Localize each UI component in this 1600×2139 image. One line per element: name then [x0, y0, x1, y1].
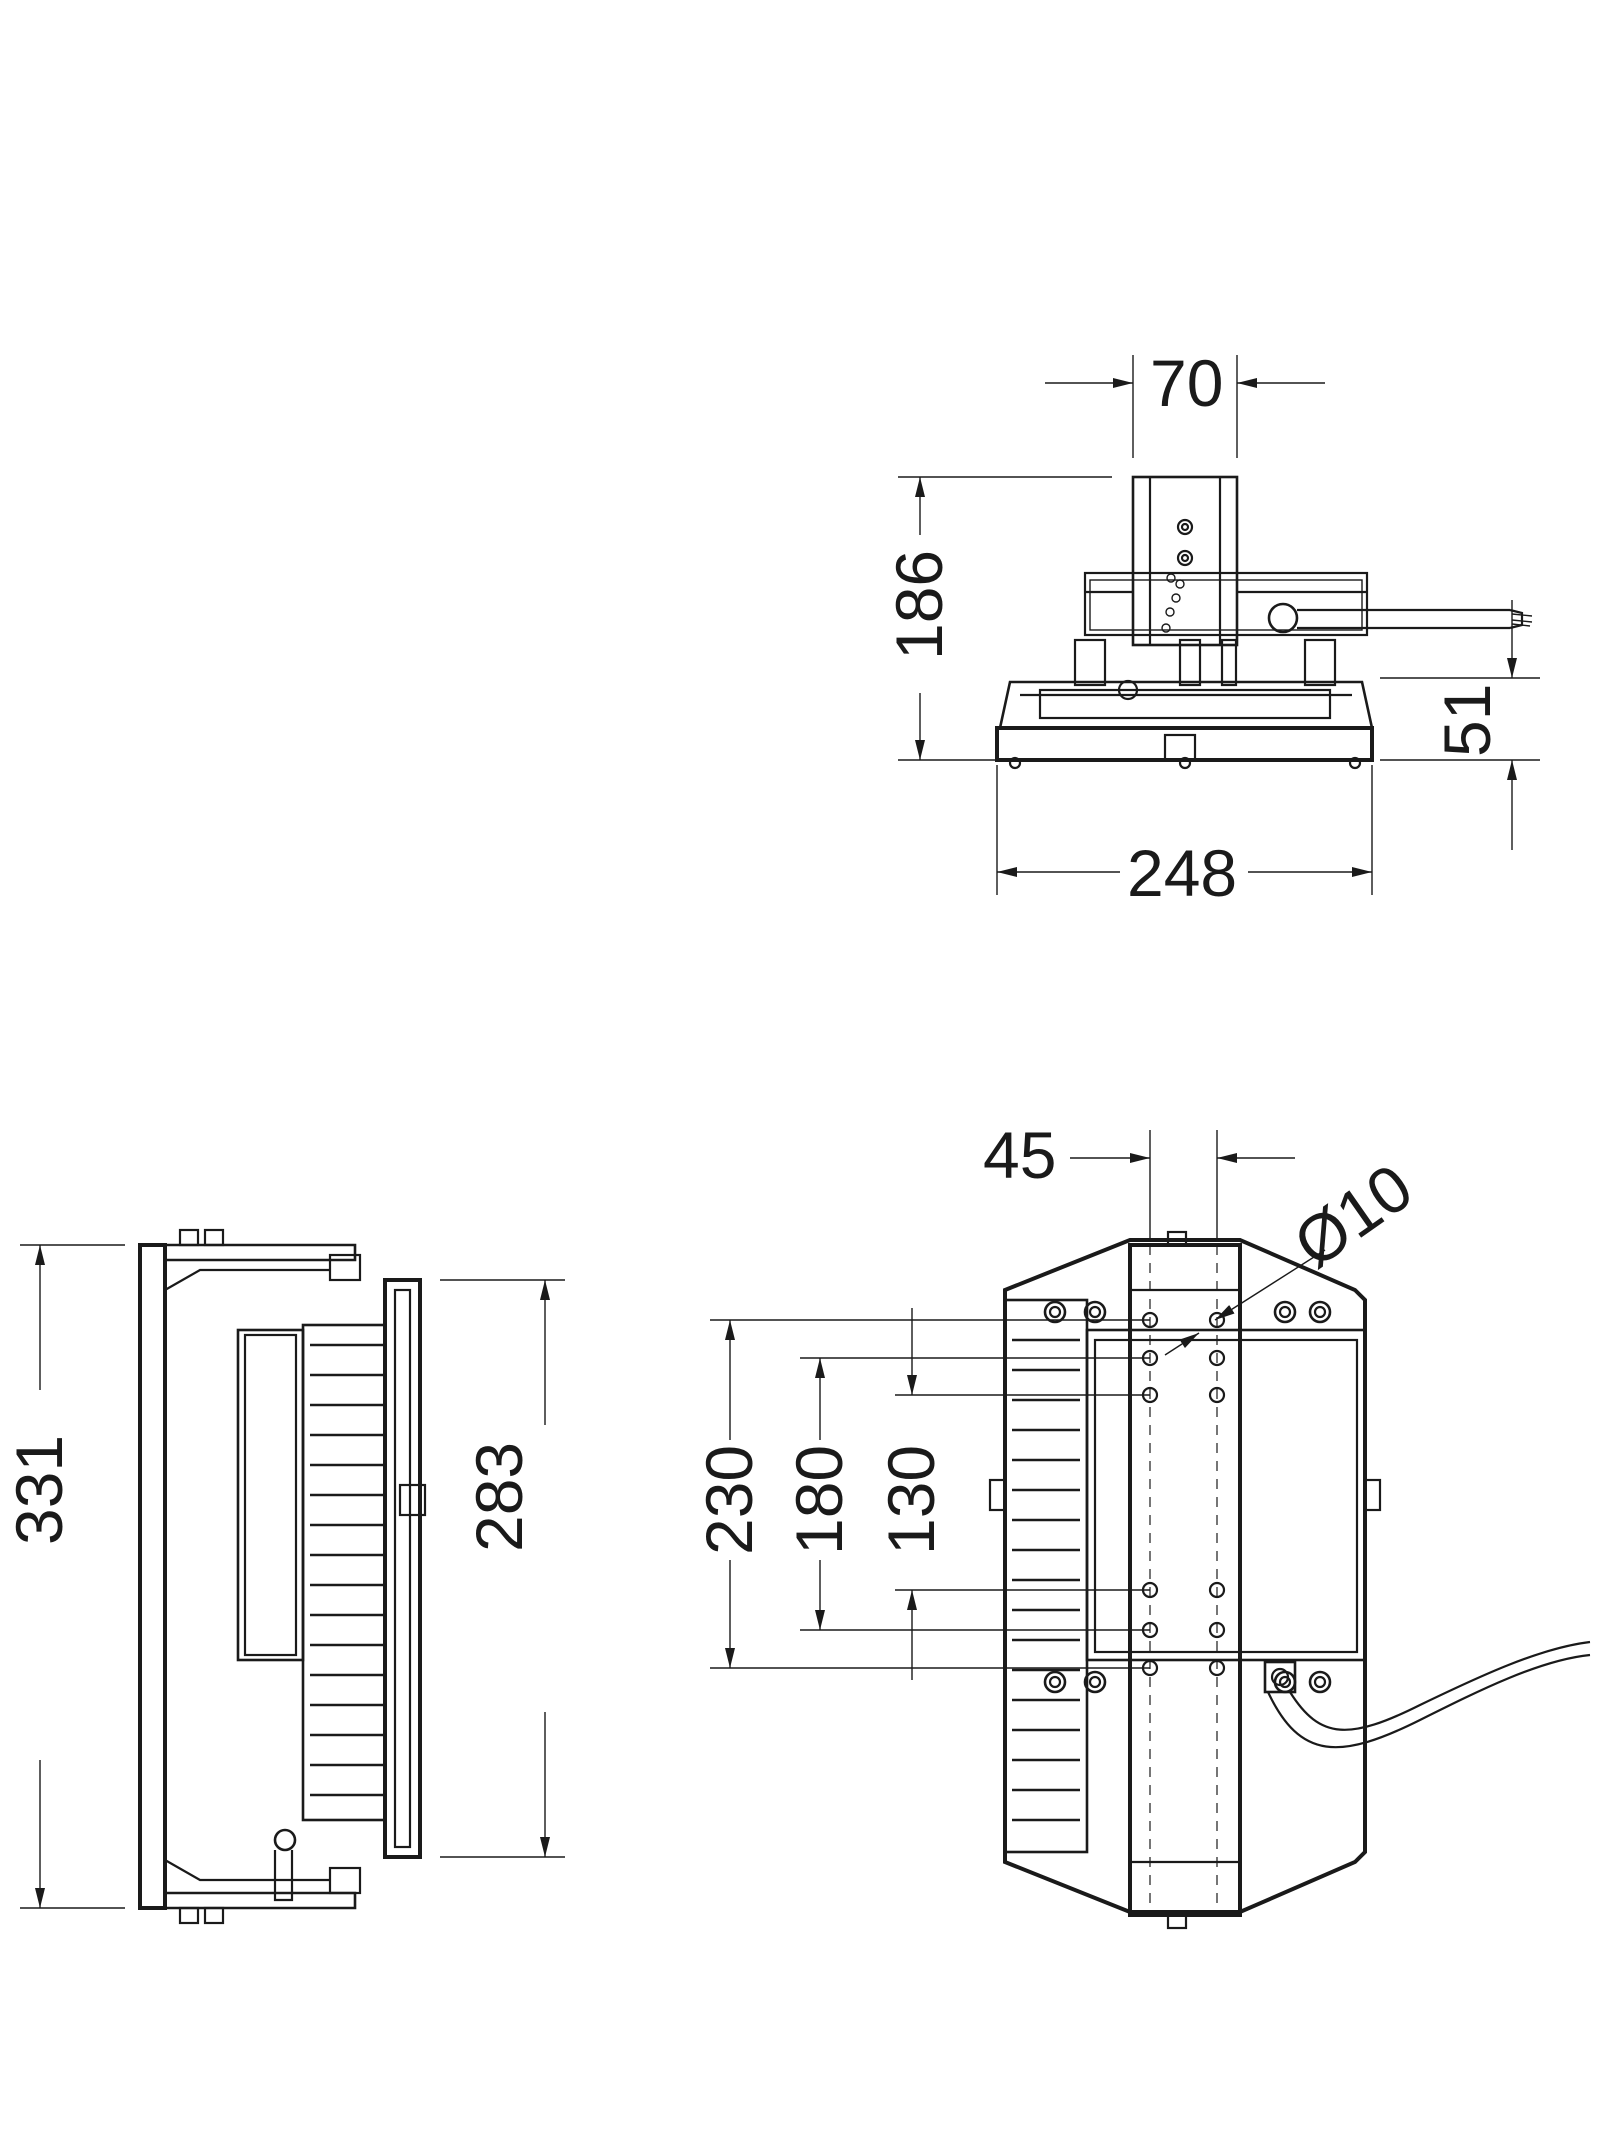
side-view: 331 283 [2, 1228, 565, 1925]
top-view: 70 186 51 248 [882, 346, 1540, 910]
heatsink-fins [310, 1343, 385, 1797]
corner-screws [1043, 1300, 1332, 1694]
dim-diameter-10: Ø10 [1281, 1149, 1426, 1281]
mounting-holes [1141, 1311, 1226, 1677]
dim-186: 186 [882, 550, 956, 660]
dim-130: 130 [874, 1445, 948, 1555]
heatsink-fins-front [1012, 1338, 1080, 1822]
dim-248: 248 [1127, 836, 1237, 910]
front-view: 45 Ø10 230 180 130 [692, 1118, 1591, 1930]
cable-front [1263, 1640, 1591, 1749]
dim-230: 230 [692, 1445, 766, 1555]
dim-283: 283 [462, 1442, 536, 1552]
dim-51: 51 [1430, 684, 1504, 757]
dim-331: 331 [2, 1435, 76, 1545]
dim-70: 70 [1150, 346, 1223, 420]
dim-45: 45 [983, 1118, 1056, 1192]
dim-180: 180 [782, 1445, 856, 1555]
cable-top [1267, 602, 1533, 634]
mounting-bracket-top [1131, 475, 1239, 647]
